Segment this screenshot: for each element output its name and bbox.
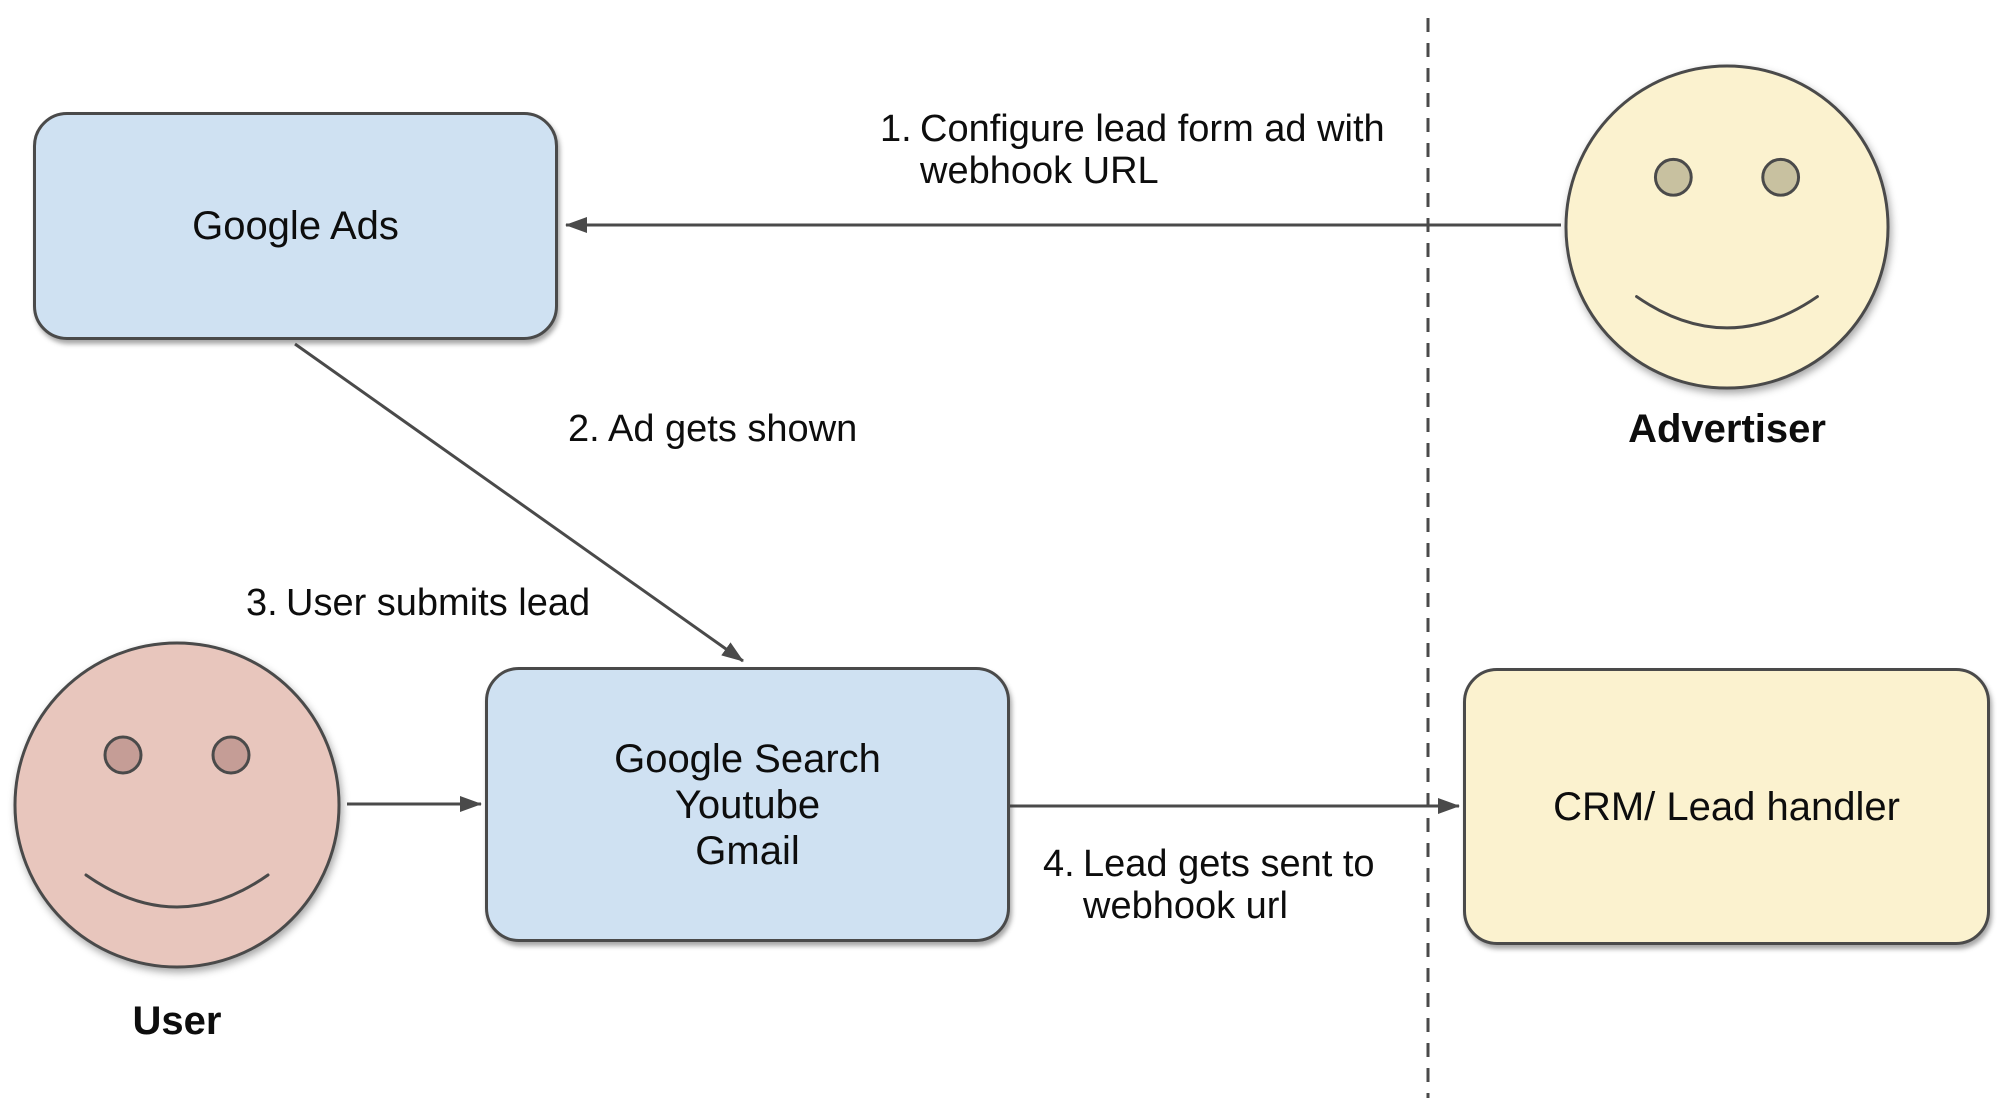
user-face-circle — [13, 641, 341, 969]
step-2-number: 2. — [568, 408, 600, 450]
node-google-properties-line-2: Youtube — [674, 782, 821, 827]
user-label: User — [132, 999, 222, 1043]
node-crm: CRM/ Lead handler — [1463, 668, 1990, 945]
step-3-number: 3. — [246, 582, 278, 624]
step-2-label: 2. Ad gets shown — [568, 408, 857, 450]
node-crm-label: CRM/ Lead handler — [1553, 784, 1900, 829]
node-google-ads-label: Google Ads — [192, 204, 399, 248]
advertiser-right-eye — [1761, 157, 1801, 197]
node-google-ads: Google Ads — [33, 112, 558, 340]
step-1-number: 1. — [880, 108, 912, 150]
step-1-label: 1. Configure lead form ad with webhook U… — [880, 108, 1385, 192]
step-4-label: 4. Lead gets sent to webhook url — [1043, 843, 1375, 927]
node-google-properties-label: Google Search Youtube Gmail — [614, 736, 881, 874]
step-4-text: Lead gets sent to webhook url — [1083, 843, 1375, 927]
step-1-text-line-1: Configure lead form ad with — [920, 108, 1385, 150]
step-1-text-line-2: webhook URL — [920, 150, 1159, 192]
step-4-text-line-1: Lead gets sent to — [1083, 843, 1375, 885]
user-smile — [84, 873, 270, 909]
step-4-number: 4. — [1043, 843, 1075, 885]
advertiser-face — [1564, 64, 1890, 390]
step-1-text: Configure lead form ad with webhook URL — [920, 108, 1385, 192]
advertiser-left-eye — [1653, 157, 1693, 197]
step-4-text-line-2: webhook url — [1083, 885, 1288, 927]
user-left-eye — [103, 735, 143, 775]
user-right-eye — [211, 735, 251, 775]
advertiser-smile — [1635, 295, 1819, 330]
step-2-text: Ad gets shown — [608, 408, 858, 450]
step-3-label: 3. User submits lead — [246, 582, 590, 624]
node-google-properties-line-1: Google Search — [614, 736, 881, 781]
node-google-properties: Google Search Youtube Gmail — [485, 667, 1010, 942]
node-google-properties-line-3: Gmail — [695, 828, 800, 873]
step-3-text: User submits lead — [286, 582, 591, 624]
advertiser-label: Advertiser — [1628, 407, 1826, 451]
user-face — [13, 641, 341, 969]
advertiser-face-circle — [1564, 64, 1890, 390]
